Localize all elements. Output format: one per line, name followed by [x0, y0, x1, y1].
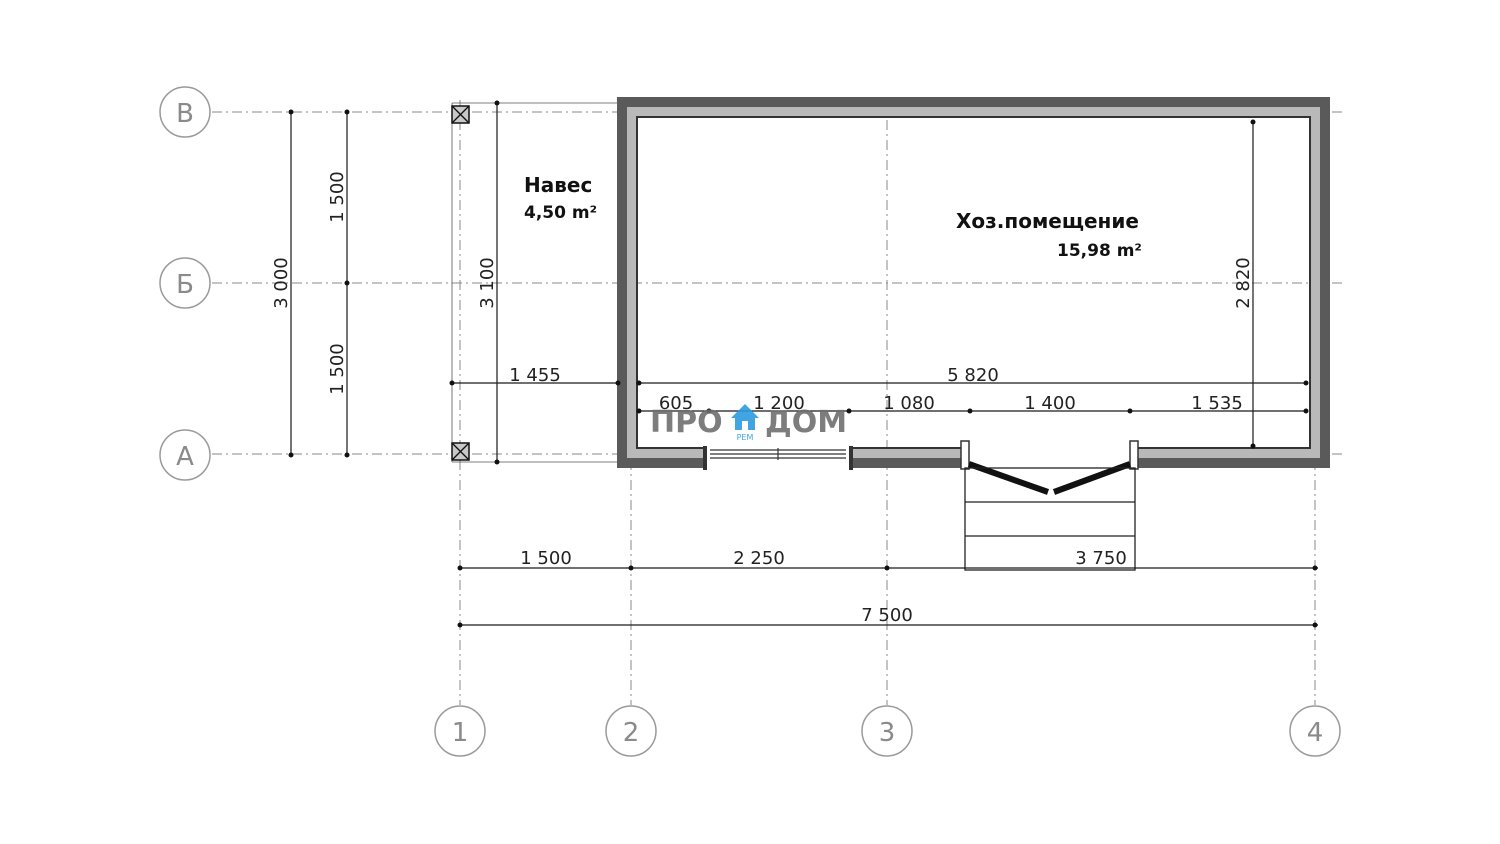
dim-left-upper: 1 500 — [327, 171, 348, 223]
dim-canopy-width: 1 455 — [509, 365, 561, 386]
dim-opening-2: 1 200 — [753, 393, 805, 414]
utility-room-name: Хоз.помещение — [956, 209, 1139, 233]
dim-opening-4: 1 400 — [1024, 393, 1076, 414]
logo-right-text: ДОМ — [765, 405, 847, 440]
row-label-a: А — [176, 442, 194, 472]
dim-bottom-total: 7 500 — [861, 605, 913, 626]
column-label-2: 2 — [623, 718, 640, 748]
logo-sub-text: РЕМ — [737, 433, 754, 442]
left-dimensions: 3 000 1 500 1 500 3 100 — [271, 109, 498, 458]
row-bubble-a: А — [159, 429, 211, 481]
dim-opening-1: 605 — [659, 393, 693, 414]
canopy-area: 4,50 m² — [524, 203, 597, 223]
row-bubble-b: Б — [159, 257, 211, 309]
dim-bottom-2: 2 250 — [733, 548, 785, 569]
canopy-post-top — [451, 105, 470, 124]
house-icon — [731, 404, 759, 430]
column-bubble-4: 4 — [1289, 705, 1341, 757]
dim-left-lower: 1 500 — [327, 343, 348, 395]
utility-room-label: Хоз.помещение 15,98 m² — [956, 209, 1142, 261]
porch-steps — [964, 467, 1136, 571]
dim-room-depth: 2 820 — [1233, 257, 1254, 309]
dim-left-total: 3 000 — [271, 257, 292, 309]
column-bubble-3: 3 — [861, 705, 913, 757]
bottom-dimensions: 1 500 2 250 3 750 7 500 — [457, 548, 1318, 628]
utility-room-area: 15,98 m² — [1057, 241, 1142, 261]
column-label-4: 4 — [1307, 718, 1324, 748]
dim-bottom-1: 1 500 — [520, 548, 572, 569]
dim-bottom-3: 3 750 — [1075, 548, 1127, 569]
row-label-v: В — [176, 99, 194, 129]
canopy-label: Навес 4,50 m² — [524, 173, 597, 223]
room-depth-dimension: 2 820 — [1233, 119, 1256, 449]
canopy-name: Навес — [524, 173, 592, 197]
column-label-1: 1 — [452, 718, 469, 748]
column-bubble-2: 2 — [605, 705, 657, 757]
canopy-post-bottom — [451, 442, 470, 461]
window — [703, 446, 853, 470]
dim-opening-5: 1 535 — [1191, 393, 1243, 414]
dim-opening-3: 1 080 — [883, 393, 935, 414]
dim-canopy-depth: 3 100 — [477, 257, 498, 309]
canopy-outline — [451, 100, 617, 465]
column-bubble-1: 1 — [434, 705, 486, 757]
row-label-b: Б — [176, 270, 194, 300]
entrance-door — [960, 440, 1139, 495]
dim-room-width: 5 820 — [947, 365, 999, 386]
logo-left-text: ПРО — [650, 405, 723, 440]
inner-horizontal-dimensions: 1 455 5 820 605 1 200 1 080 1 400 1 535 — [449, 365, 1309, 414]
column-label-3: 3 — [879, 718, 896, 748]
watermark-logo: ПРО РЕМ ДОМ — [650, 404, 847, 442]
row-bubble-v: В — [159, 86, 211, 138]
